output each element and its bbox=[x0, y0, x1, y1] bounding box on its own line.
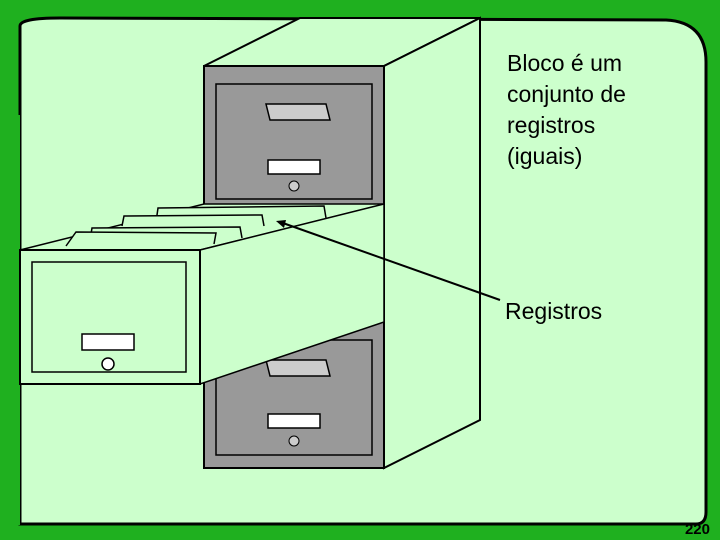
record-folder bbox=[121, 214, 265, 227]
registros-pointer-arrowhead bbox=[276, 220, 286, 228]
record-folders bbox=[65, 205, 327, 247]
panel-left-edge bbox=[16, 115, 20, 525]
bottom-drawer-handle bbox=[265, 359, 331, 377]
top-drawer-lock-icon bbox=[288, 180, 300, 192]
page-number: 220 bbox=[684, 521, 710, 538]
open-drawer-label-slot bbox=[81, 333, 135, 351]
open-drawer-lock-icon bbox=[101, 357, 115, 371]
registros-label: Registros bbox=[505, 298, 603, 324]
open-drawer-panel bbox=[31, 261, 187, 373]
filing-cabinet bbox=[19, 16, 481, 470]
top-drawer-label-slot bbox=[267, 159, 321, 175]
record-folder bbox=[65, 231, 217, 247]
top-drawer bbox=[215, 83, 373, 200]
top-drawer-handle bbox=[265, 103, 331, 121]
slide-caption: Bloco é um conjunto de registros (iguais… bbox=[507, 50, 626, 169]
bottom-drawer-label-slot bbox=[267, 413, 321, 429]
bottom-drawer-lock-icon bbox=[288, 435, 300, 447]
cabinet-side bbox=[383, 16, 481, 470]
registros-pointer-line bbox=[279, 221, 501, 301]
